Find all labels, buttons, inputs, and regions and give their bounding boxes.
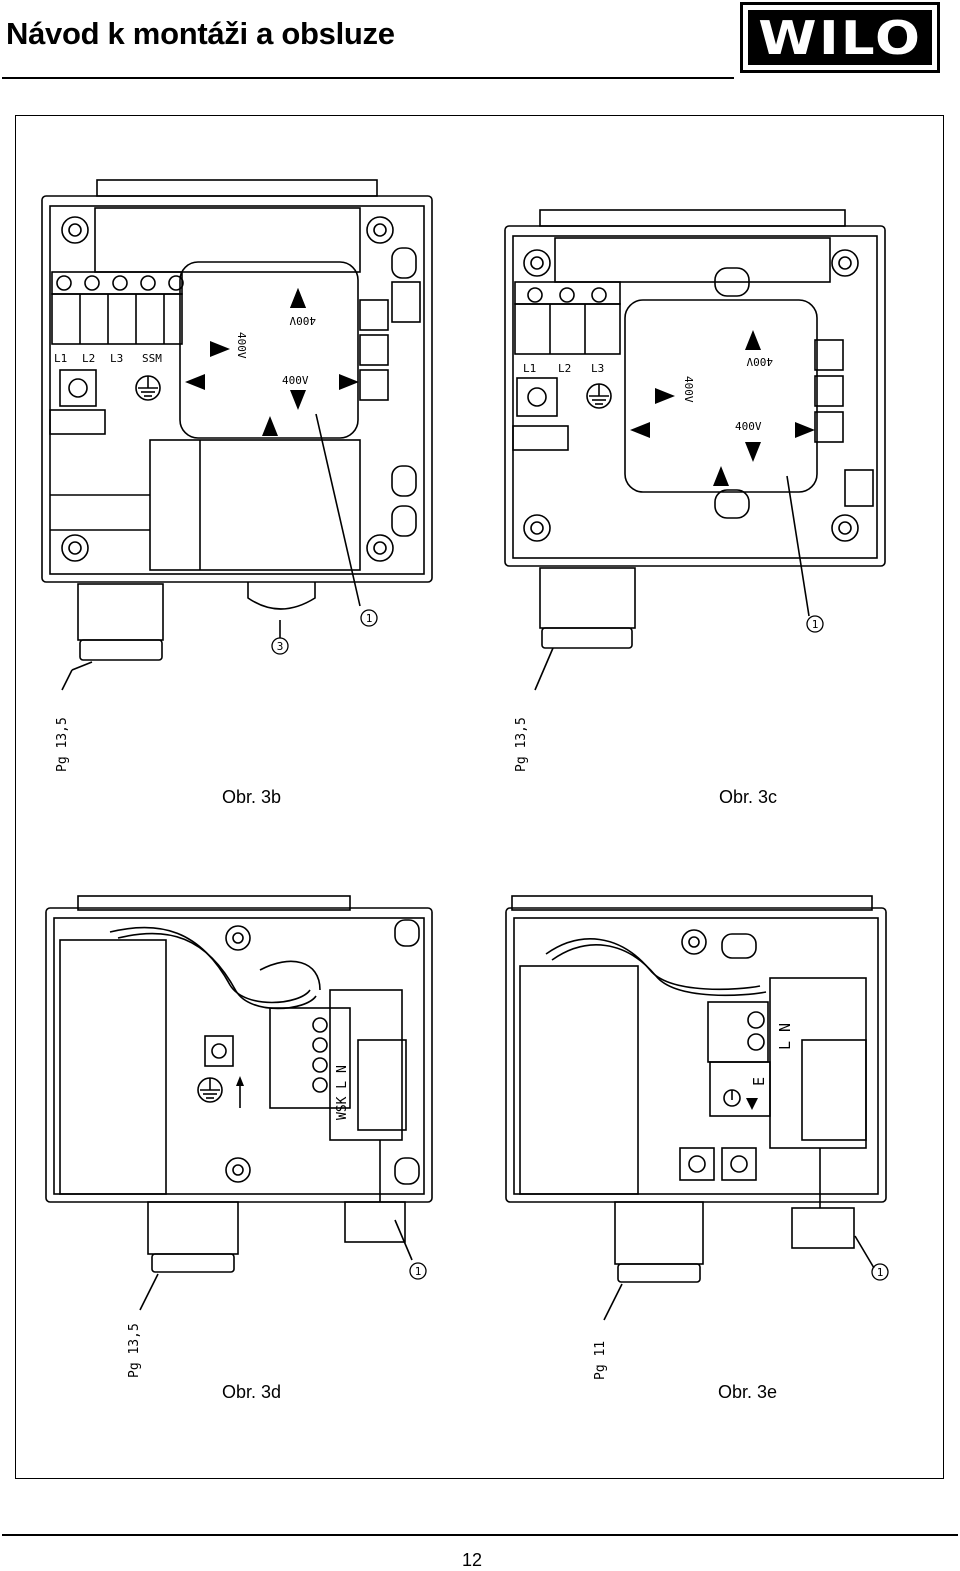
screw-icon <box>523 249 551 277</box>
voltage-label: 400V <box>289 314 316 327</box>
figure-frame <box>15 115 944 1479</box>
figure-caption: Obr. 3c <box>719 787 778 807</box>
cable-gland <box>151 1253 235 1273</box>
screw-icon <box>366 534 394 562</box>
screw-icon <box>225 1157 251 1183</box>
figure-3e-drawing: L N E Pg 11 1 <box>505 895 889 1380</box>
voltage-label: 400V <box>746 355 773 368</box>
screw-icon <box>225 925 251 951</box>
arrow-icon <box>745 330 761 350</box>
voltage-label: 400V <box>282 374 309 387</box>
screw-icon <box>61 216 89 244</box>
svg-text:1: 1 <box>877 1266 884 1279</box>
terminal-label: SSM <box>142 352 162 365</box>
figure-caption: Obr. 3e <box>718 1382 778 1402</box>
arrow-icon <box>746 1098 758 1110</box>
earth-label: E <box>750 1077 768 1086</box>
arrow-icon <box>795 422 815 438</box>
screw-icon <box>681 929 707 955</box>
transformer-block <box>519 965 639 1195</box>
circled-number-icon: 1 <box>409 1262 427 1280</box>
arrow-icon <box>713 466 729 486</box>
arrow-icon <box>630 422 650 438</box>
terminal-label: L3 <box>110 352 123 365</box>
voltage-label: 400V <box>235 332 248 359</box>
svg-text:1: 1 <box>812 618 819 631</box>
voltage-label: 400V <box>682 376 695 403</box>
document-title: Návod k montáži a obsluze <box>6 16 395 51</box>
logo-text: WILO <box>757 10 923 65</box>
ground-symbol-icon <box>723 1089 741 1107</box>
arrow-icon <box>210 341 230 357</box>
screw-icon <box>831 249 859 277</box>
figure-3e: L N E Pg 11 1 <box>500 890 920 1380</box>
arrow-icon <box>262 416 278 436</box>
figure-3b: L1 L2 L3 SSM 400V 400V 400V Pg 13,5 1 3 <box>30 170 450 780</box>
circled-number-icon: 1 <box>871 1263 889 1281</box>
figure-3c-drawing: L1 L2 L3 400V 400V 400V Pg 13,5 1 <box>504 209 886 772</box>
svg-text:1: 1 <box>415 1265 422 1278</box>
terminal-label: L3 <box>591 362 604 375</box>
terminal-label: L2 <box>82 352 95 365</box>
figure-caption: Obr. 3d <box>222 1382 282 1402</box>
switch-plate <box>624 299 818 493</box>
terminal-label: L2 <box>558 362 571 375</box>
footer-divider <box>2 1534 958 1536</box>
wilo-logo: WILO <box>740 2 940 73</box>
figure-3d-drawing: WSK L N Pg 13,5 1 <box>45 895 433 1378</box>
cable-gland <box>617 1263 701 1283</box>
lid-edge <box>96 179 378 197</box>
gland-label: Pg 13,5 <box>55 717 70 772</box>
arrow-icon <box>290 390 306 410</box>
ground-symbol-icon <box>135 375 161 401</box>
circled-number-icon: 1 <box>806 615 824 633</box>
figure-3b-drawing: L1 L2 L3 SSM 400V 400V 400V Pg 13,5 1 3 <box>41 179 433 772</box>
housing <box>41 195 433 583</box>
transformer-block <box>59 939 167 1195</box>
terminal-label: L1 <box>54 352 67 365</box>
cable-gland <box>79 639 163 661</box>
earth-terminal <box>204 1035 234 1067</box>
ground-symbol-icon <box>586 383 612 409</box>
arrow-icon <box>655 388 675 404</box>
header-divider <box>2 77 734 79</box>
housing-inner <box>49 205 425 575</box>
arrow-icon <box>339 374 359 390</box>
cable-gland <box>541 627 633 649</box>
switch-plate <box>179 261 359 439</box>
figure-3c: L1 L2 L3 400V 400V 400V Pg 13,5 1 <box>495 200 915 780</box>
terminal-label: WSK L N <box>335 1065 350 1120</box>
arrow-icon <box>185 374 205 390</box>
circled-number-icon: 3 <box>271 637 289 655</box>
screw-icon <box>61 534 89 562</box>
terminal-label: L N <box>776 1023 794 1050</box>
figure-caption: Obr. 3b <box>222 787 282 807</box>
figure-3d: WSK L N Pg 13,5 1 <box>40 890 460 1380</box>
earth-terminal <box>59 369 97 407</box>
arrow-icon <box>745 442 761 462</box>
terminal-block <box>707 1001 769 1063</box>
gland-label: Pg 11 <box>593 1341 608 1380</box>
terminal-label: L1 <box>523 362 536 375</box>
voltage-label: 400V <box>735 420 762 433</box>
screw-icon <box>831 514 859 542</box>
page-number: 12 <box>462 1550 483 1570</box>
arrow-icon <box>236 1076 244 1086</box>
gland-label: Pg 13,5 <box>514 717 529 772</box>
svg-text:3: 3 <box>277 640 284 653</box>
screw-icon <box>523 514 551 542</box>
gland-label: Pg 13,5 <box>127 1323 142 1378</box>
svg-text:1: 1 <box>366 612 373 625</box>
terminal-block <box>269 1007 351 1109</box>
circled-number-icon: 1 <box>360 609 378 627</box>
ground-symbol-icon <box>197 1077 223 1103</box>
logo-background: WILO <box>748 10 932 65</box>
screw-icon <box>366 216 394 244</box>
